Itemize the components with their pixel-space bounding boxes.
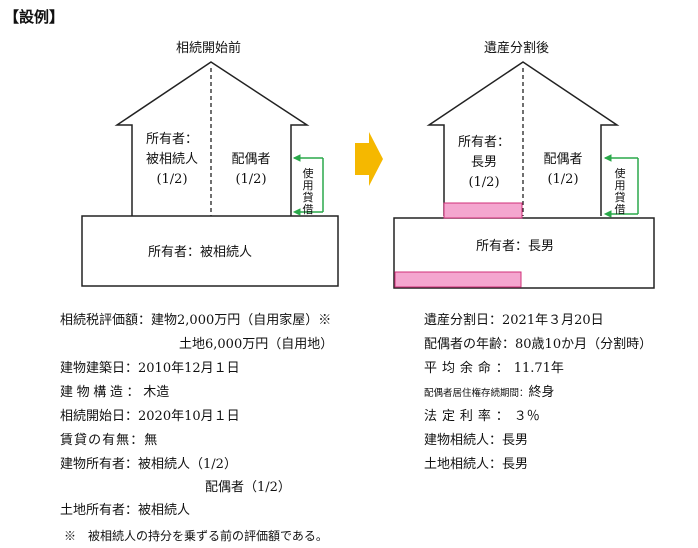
fact-label: 遺産分割日： (424, 313, 503, 328)
before-usage-label: 使用貸借 (302, 167, 314, 216)
fact-label: 配偶者居住権存続期間： (424, 388, 529, 399)
fact-row: 土地所有者：被相続人 (60, 504, 190, 517)
fact-row: 配偶者（1/2） (205, 481, 291, 494)
fact-row: 建物構造：木造 (60, 386, 169, 399)
after-ground-label: 所有者：長男 (476, 239, 555, 254)
footnote: ※ 被相続人の持分を乗ずる前の評価額である。 (64, 529, 328, 543)
fact-label: 相続開始日： (60, 409, 139, 424)
before-left-line2: 被相続人 (145, 152, 198, 167)
before-usage-arrow (292, 154, 324, 216)
after-right-line2: (1/2) (547, 172, 579, 187)
fact-label: 建物相続人： (424, 433, 503, 448)
after-left-line1: 所有者： (457, 135, 510, 150)
fact-value: 2021年３月20日 (502, 313, 604, 328)
fact-row: 建物相続人：長男 (424, 434, 528, 447)
fact-row: 土地6,000万円（自用地） (179, 338, 333, 351)
fact-label: 建物建築日： (60, 361, 139, 376)
fact-row: 建物建築日：2010年12月１日 (60, 362, 240, 375)
fact-row: 建物所有者：被相続人（1/2） (60, 458, 237, 471)
after-left-line3: (1/2) (468, 175, 500, 190)
before-left-line3: (1/2) (156, 172, 188, 187)
fact-value: ３％ (513, 409, 540, 424)
fact-value: 終身 (528, 385, 555, 400)
before-ground-label: 所有者：被相続人 (148, 245, 253, 260)
fact-label: 法定利率： (424, 409, 514, 424)
fact-value: 2010年12月１日 (138, 361, 240, 376)
fact-value: 建物2,000万円（自用家屋）※ (151, 313, 332, 328)
fact-row: 賃貸の有無：無 (60, 434, 157, 447)
after-right-line1: 配偶者 (543, 152, 583, 167)
after-house-outline (426, 61, 620, 216)
fact-value: 無 (144, 433, 158, 448)
before-right-line2: (1/2) (235, 172, 267, 187)
after-building-highlight (443, 202, 523, 219)
before-right-owner: 配偶者 (1/2) (214, 150, 288, 190)
fact-value: 長男 (502, 457, 529, 472)
fact-row: 平均余命：11.71年 (424, 362, 564, 375)
fact-value: 配偶者（1/2） (205, 480, 291, 495)
fact-row: 遺産分割日：2021年３月20日 (424, 314, 604, 327)
fact-row: 法定利率：３％ (424, 410, 540, 423)
transition-arrow (355, 132, 383, 186)
before-caption: 相続開始前 (176, 41, 242, 56)
fact-value: 土地6,000万円（自用地） (179, 337, 334, 352)
after-left-owner: 所有者： 長男 (1/2) (446, 133, 522, 193)
fact-label: 賃貸の有無： (60, 433, 145, 448)
fact-row: 配偶者の年齢：80歳10か月（分割時） (424, 338, 652, 351)
after-land-highlight (394, 271, 522, 288)
before-right-line1: 配偶者 (231, 152, 271, 167)
fact-value: 被相続人 (138, 503, 191, 518)
fact-row: 相続開始日：2020年10月１日 (60, 410, 240, 423)
fact-label: 配偶者の年齢： (424, 337, 516, 352)
fact-row: 配偶者居住権存続期間：終身 (424, 386, 555, 399)
fact-value: 長男 (502, 433, 529, 448)
fact-label: 土地所有者： (60, 503, 139, 518)
fact-row: 土地相続人：長男 (424, 458, 528, 471)
fact-value: 被相続人（1/2） (138, 457, 237, 472)
after-left-line2: 長男 (470, 155, 497, 170)
fact-value: 11.71年 (513, 361, 564, 376)
fact-label: 土地相続人： (424, 457, 503, 472)
fact-row: 相続税評価額：建物2,000万円（自用家屋）※ (60, 314, 331, 327)
section-title: 【設例】 (4, 8, 65, 26)
fact-label: 相続税評価額： (60, 313, 152, 328)
fact-value: 木造 (143, 385, 170, 400)
before-left-owner: 所有者： 被相続人 (1/2) (134, 130, 210, 190)
after-usage-arrow (603, 154, 639, 218)
after-usage-label: 使用貸借 (614, 167, 626, 216)
fact-label: 建物構造： (60, 385, 144, 400)
fact-label: 平均余命： (424, 361, 514, 376)
after-right-owner: 配偶者 (1/2) (526, 150, 600, 190)
fact-value: 80歳10か月（分割時） (515, 337, 653, 352)
before-left-line1: 所有者： (145, 132, 198, 147)
fact-value: 2020年10月１日 (138, 409, 240, 424)
fact-label: 建物所有者： (60, 457, 139, 472)
after-ground (393, 217, 655, 289)
before-ground (81, 215, 339, 287)
after-caption: 遺産分割後 (484, 41, 550, 56)
before-house-outline (114, 61, 310, 216)
